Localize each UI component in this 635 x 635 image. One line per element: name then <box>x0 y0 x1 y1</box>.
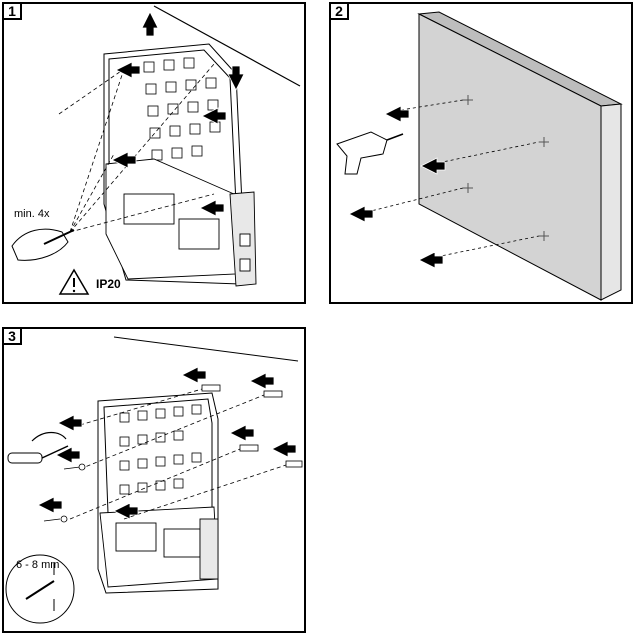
bracket-screwing-illustration <box>4 329 304 631</box>
panel-step-1: 1 <box>2 2 306 304</box>
ip-rating-label: IP20 <box>96 277 121 291</box>
panel-step-2: 2 <box>329 2 633 304</box>
panel-step-3: 3 <box>2 327 306 633</box>
connection-area <box>100 507 218 587</box>
warning-icon <box>60 270 88 294</box>
drill-icon <box>337 132 403 174</box>
wall-drilling-illustration <box>331 4 631 302</box>
hand-with-pencil <box>12 229 74 260</box>
mounting-bracket-illustration <box>4 4 304 302</box>
wall-line <box>114 337 298 361</box>
marking-count-label: min. 4x <box>14 208 49 220</box>
screw-length-label: 6 - 8 mm <box>16 559 59 571</box>
screws <box>44 464 85 522</box>
screwdriver-icon <box>8 433 68 464</box>
wall-block <box>419 12 621 300</box>
